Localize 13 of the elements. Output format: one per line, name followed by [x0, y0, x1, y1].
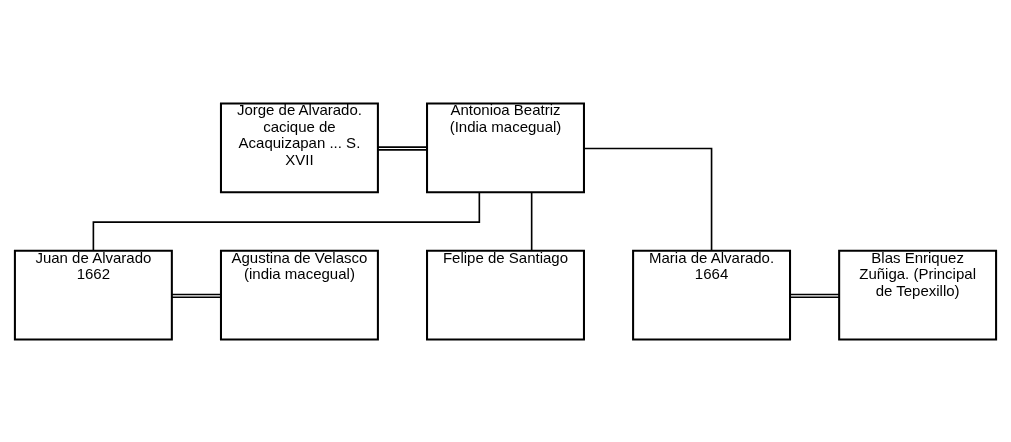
node-box: Juan de Alvarado 1662: [13, 249, 173, 341]
connector: [377, 145, 428, 151]
node-box: Antonioa Beatriz (India macegual): [426, 101, 585, 193]
connector: [530, 191, 533, 252]
connector: [92, 191, 481, 251]
connector: [171, 293, 222, 298]
node-box: Agustina de Velasco (india macegual): [219, 249, 379, 341]
node-box: Jorge de Alvarado. cacique de Acaquizapan ... S. XVII: [219, 101, 379, 193]
node-box: Blas Enriquez Zuñiga. (Principal de Tepexillo): [838, 249, 998, 341]
node-box: Maria de Alvarado. 1664: [632, 249, 792, 341]
connector: [789, 293, 840, 298]
connector: [583, 147, 713, 252]
node-box: Felipe de Santiago: [426, 249, 585, 341]
